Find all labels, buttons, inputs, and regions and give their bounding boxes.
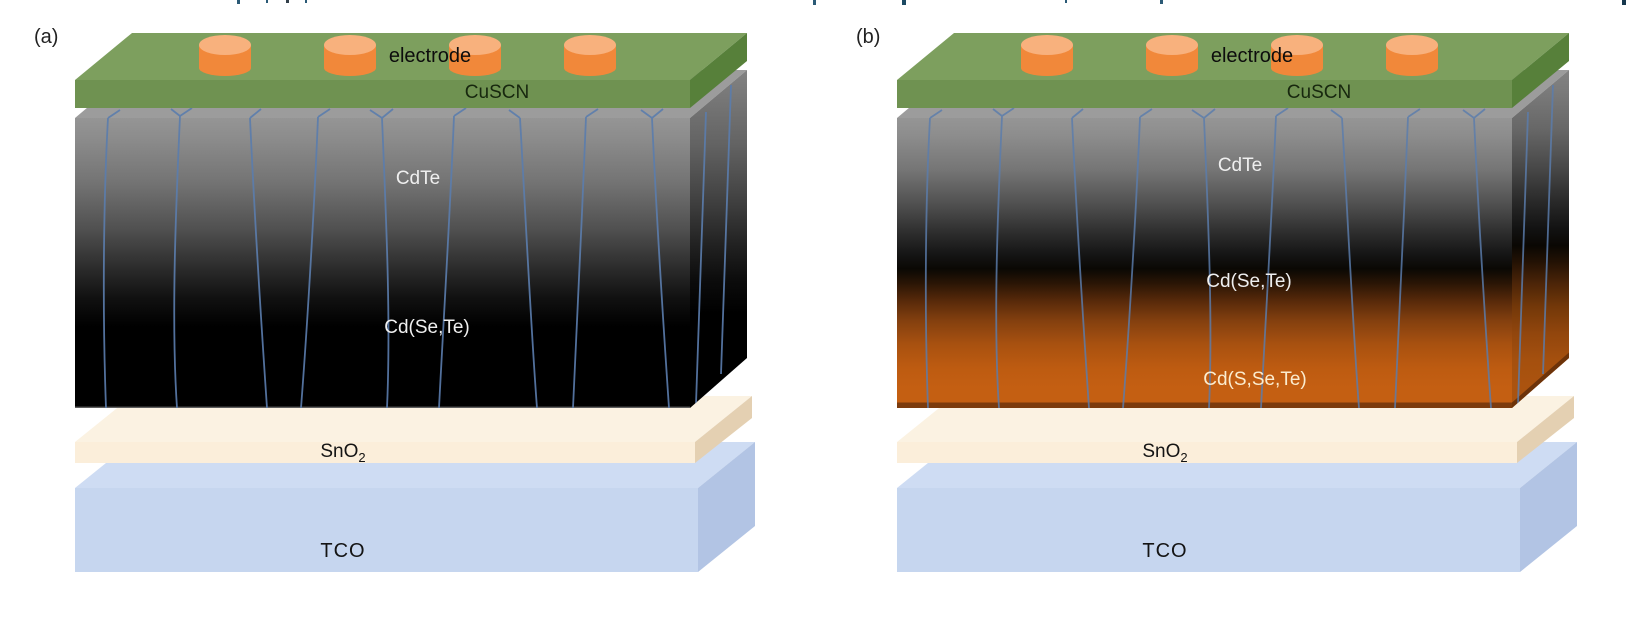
- electrode-cylinder: [1021, 35, 1073, 76]
- cropped-glyph-mark: [1622, 0, 1626, 5]
- cdte-label: CdTe: [395, 168, 441, 189]
- cropped-glyph-mark: [813, 0, 816, 5]
- cropped-glyph-mark: [305, 0, 307, 3]
- electrode-label: electrode: [1210, 45, 1294, 67]
- grain-boundaries: [102, 84, 732, 408]
- cropped-glyph-mark: [286, 0, 289, 3]
- panel-tag: (a): [34, 26, 59, 48]
- electrode-cylinder: [1146, 35, 1198, 76]
- electrode-cylinder: [1271, 35, 1323, 76]
- cropped-glyph-mark: [237, 0, 240, 4]
- panel-a-scene: [75, 33, 755, 572]
- tco-label: TCO: [320, 540, 366, 562]
- cropped-glyph-mark: [266, 0, 268, 3]
- cdssete-label: Cd(S,Se,Te): [1203, 369, 1307, 390]
- cropped-glyph-mark: [1065, 0, 1067, 3]
- panel-a: (a) electrode CuSCN CdTe Cd(Se,Te) SnO2 …: [30, 0, 775, 600]
- electrode-cylinder: [564, 35, 616, 76]
- sno2-label-subscript: 2: [358, 449, 366, 465]
- sno2-label-base: SnO: [320, 441, 359, 462]
- electrode-cylinders: [1021, 35, 1438, 76]
- electrode-cylinder: [324, 35, 376, 76]
- cdsete-label: Cd(Se,Te): [384, 317, 470, 338]
- panel-tag: (b): [856, 26, 881, 48]
- sno2-label: SnO2: [258, 441, 428, 465]
- absorber-block: [75, 70, 747, 408]
- electrode-cylinder: [1386, 35, 1438, 76]
- cdte-label: CdTe: [1217, 155, 1263, 176]
- sno2-label-base: SnO: [1142, 441, 1181, 462]
- panel-b-scene: [897, 33, 1577, 572]
- electrode-cylinder: [449, 35, 501, 76]
- cuscn-label: CuSCN: [464, 82, 530, 103]
- electrode-cylinder: [199, 35, 251, 76]
- cdsete-label: Cd(Se,Te): [1206, 271, 1292, 292]
- cropped-glyph-mark: [902, 0, 906, 5]
- cuscn-label: CuSCN: [1286, 82, 1352, 103]
- sno2-label-subscript: 2: [1180, 449, 1188, 465]
- absorber-block: [897, 70, 1569, 408]
- cropped-glyph-mark: [1160, 0, 1163, 4]
- sno2-label: SnO2: [1080, 441, 1250, 465]
- grain-boundaries: [924, 84, 1554, 408]
- tco-label: TCO: [1142, 540, 1188, 562]
- electrode-cylinders: [199, 35, 616, 76]
- panel-b: (b) electrode CuSCN CdTe Cd(Se,Te) Cd(S,…: [852, 0, 1597, 600]
- electrode-label: electrode: [388, 45, 472, 67]
